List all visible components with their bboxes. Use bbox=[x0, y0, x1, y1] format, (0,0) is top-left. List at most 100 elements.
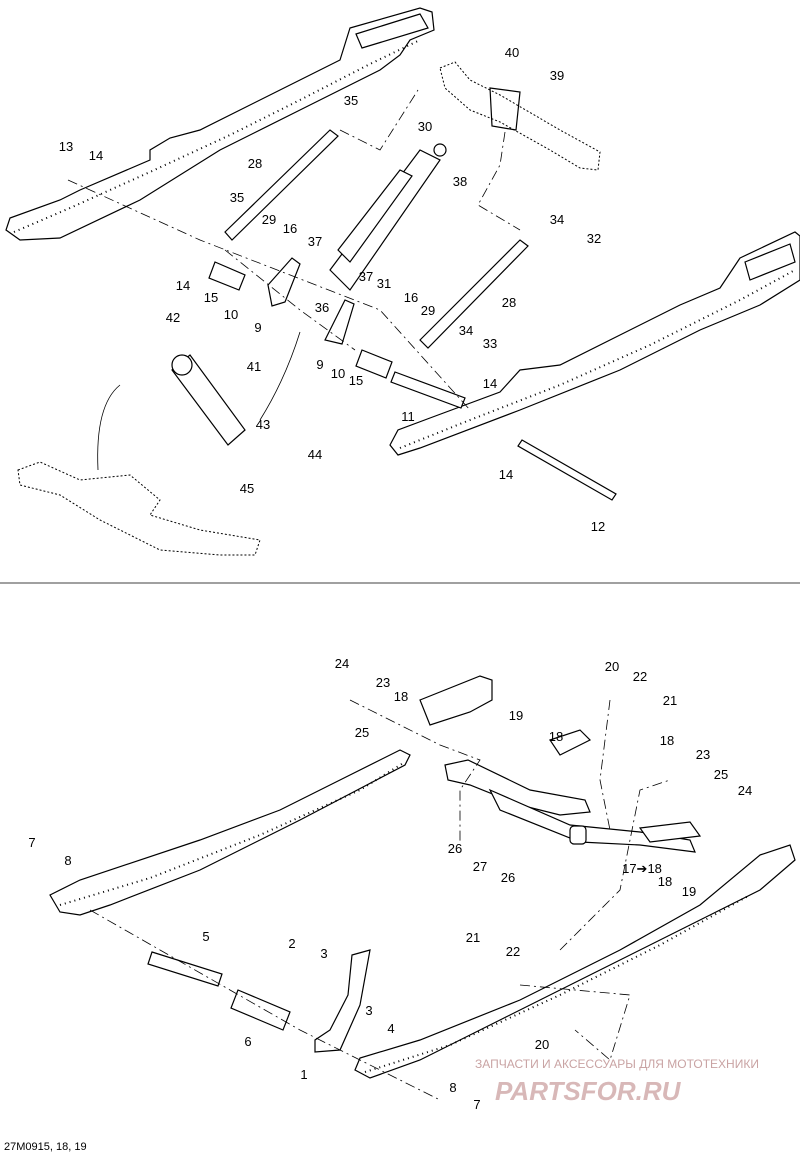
callout-label: 8 bbox=[64, 853, 71, 868]
callout-label: 7 bbox=[473, 1097, 480, 1112]
callout-label: 22 bbox=[506, 944, 520, 959]
rear-shock-absorber bbox=[329, 143, 447, 291]
callout-label: 14 bbox=[483, 376, 497, 391]
callout-label: 27 bbox=[473, 859, 487, 874]
callout-label: 5 bbox=[202, 929, 209, 944]
bushing-15-right bbox=[355, 349, 393, 379]
callout-label: 45 bbox=[240, 481, 254, 496]
callout-label: 30 bbox=[418, 119, 432, 134]
callout-label: 25 bbox=[714, 767, 728, 782]
callout-label: 29 bbox=[262, 212, 276, 227]
callout-label: 35 bbox=[230, 190, 244, 205]
left-rail-bottom bbox=[49, 675, 493, 916]
callout-label: 36 bbox=[315, 300, 329, 315]
callout-label: 10 bbox=[331, 366, 345, 381]
callout-label: 9 bbox=[316, 357, 323, 372]
callout-label: 26 bbox=[448, 841, 462, 856]
link-rod-upper bbox=[224, 129, 339, 241]
rear-arm bbox=[444, 729, 702, 853]
callout-label: 18 bbox=[549, 729, 563, 744]
link-rod-lower bbox=[419, 239, 529, 349]
callout-label: 34 bbox=[550, 212, 564, 227]
bushing-6 bbox=[230, 989, 291, 1031]
callout-label: 28 bbox=[502, 295, 516, 310]
callout-label: 18 bbox=[394, 689, 408, 704]
bottom-assembly bbox=[49, 675, 796, 1101]
callout-label: 3 bbox=[320, 946, 327, 961]
callout-label: 3 bbox=[365, 1003, 372, 1018]
callout-label: 23 bbox=[376, 675, 390, 690]
callout-label: 16 bbox=[404, 290, 418, 305]
callout-label: 17➔18 bbox=[622, 861, 662, 876]
callout-label: 31 bbox=[377, 276, 391, 291]
callout-label: 2 bbox=[288, 936, 295, 951]
figure-code: 27M0915, 18, 19 bbox=[4, 1141, 87, 1153]
callout-label: 42 bbox=[166, 310, 180, 325]
callout-label: 39 bbox=[550, 68, 564, 83]
right-rail-bottom bbox=[354, 844, 796, 1079]
callout-label: 21 bbox=[466, 930, 480, 945]
callout-label: 16 bbox=[283, 221, 297, 236]
left-rail-top bbox=[5, 7, 435, 241]
front-arm-inset bbox=[17, 461, 261, 556]
callout-label: 25 bbox=[355, 725, 369, 740]
callout-label: 18 bbox=[660, 733, 674, 748]
callout-label: 10 bbox=[224, 307, 238, 322]
callout-label: 23 bbox=[696, 747, 710, 762]
callout-label: 21 bbox=[663, 693, 677, 708]
callout-label: 14 bbox=[499, 467, 513, 482]
top-assembly bbox=[5, 7, 800, 556]
watermark-logo: PARTSFOR.RU bbox=[495, 1076, 682, 1106]
callout-label: 19 bbox=[682, 884, 696, 899]
bushing-15-left bbox=[208, 261, 246, 291]
callout-label: 43 bbox=[256, 417, 270, 432]
callout-label: 1 bbox=[300, 1067, 307, 1082]
callout-label: 37 bbox=[359, 269, 373, 284]
callout-label: 37 bbox=[308, 234, 322, 249]
callout-label: 11 bbox=[401, 409, 415, 424]
front-shock bbox=[171, 354, 246, 446]
callout-label: 7 bbox=[28, 835, 35, 850]
watermark-caption: ЗАПЧАСТИ И АКСЕССУАРЫ ДЛЯ МОТОТЕХНИКИ bbox=[475, 1057, 759, 1071]
callout-label: 18 bbox=[658, 874, 672, 889]
callout-label: 15 bbox=[204, 290, 218, 305]
callout-label: 24 bbox=[335, 656, 349, 671]
arm-9-right bbox=[324, 299, 355, 345]
callout-label: 19 bbox=[509, 708, 523, 723]
callout-label: 32 bbox=[587, 231, 601, 246]
bracket-1 bbox=[314, 949, 371, 1053]
callout-label: 15 bbox=[349, 373, 363, 388]
shaft-5 bbox=[147, 951, 223, 987]
callout-label: 14 bbox=[89, 148, 103, 163]
callout-label: 28 bbox=[248, 156, 262, 171]
callout-label: 24 bbox=[738, 783, 752, 798]
callout-label: 44 bbox=[308, 447, 322, 462]
callout-label: 26 bbox=[501, 870, 515, 885]
callout-label: 40 bbox=[505, 45, 519, 60]
callout-label: 8 bbox=[449, 1080, 456, 1095]
callout-label: 13 bbox=[59, 139, 73, 154]
arm-9-left bbox=[267, 257, 301, 307]
callout-label: 12 bbox=[591, 519, 605, 534]
callout-label: 38 bbox=[453, 174, 467, 189]
watermark: ЗАПЧАСТИ И АКСЕССУАРЫ ДЛЯ МОТОТЕХНИКИ PA… bbox=[475, 1057, 759, 1106]
right-rail-top bbox=[389, 231, 800, 456]
callout-label: 22 bbox=[633, 669, 647, 684]
front-arm-outline bbox=[439, 61, 601, 171]
bolt-12 bbox=[517, 439, 617, 501]
callout-label: 35 bbox=[344, 93, 358, 108]
callout-label: 29 bbox=[421, 303, 435, 318]
callout-label: 20 bbox=[605, 659, 619, 674]
callout-label: 20 bbox=[535, 1037, 549, 1052]
callout-label: 6 bbox=[244, 1034, 251, 1049]
callout-label: 33 bbox=[483, 336, 497, 351]
callout-label: 9 bbox=[254, 320, 261, 335]
callout-label: 41 bbox=[247, 359, 261, 374]
callout-label: 4 bbox=[387, 1021, 394, 1036]
callout-label: 14 bbox=[176, 278, 190, 293]
shaft-11 bbox=[390, 371, 466, 409]
callout-label: 34 bbox=[459, 323, 473, 338]
